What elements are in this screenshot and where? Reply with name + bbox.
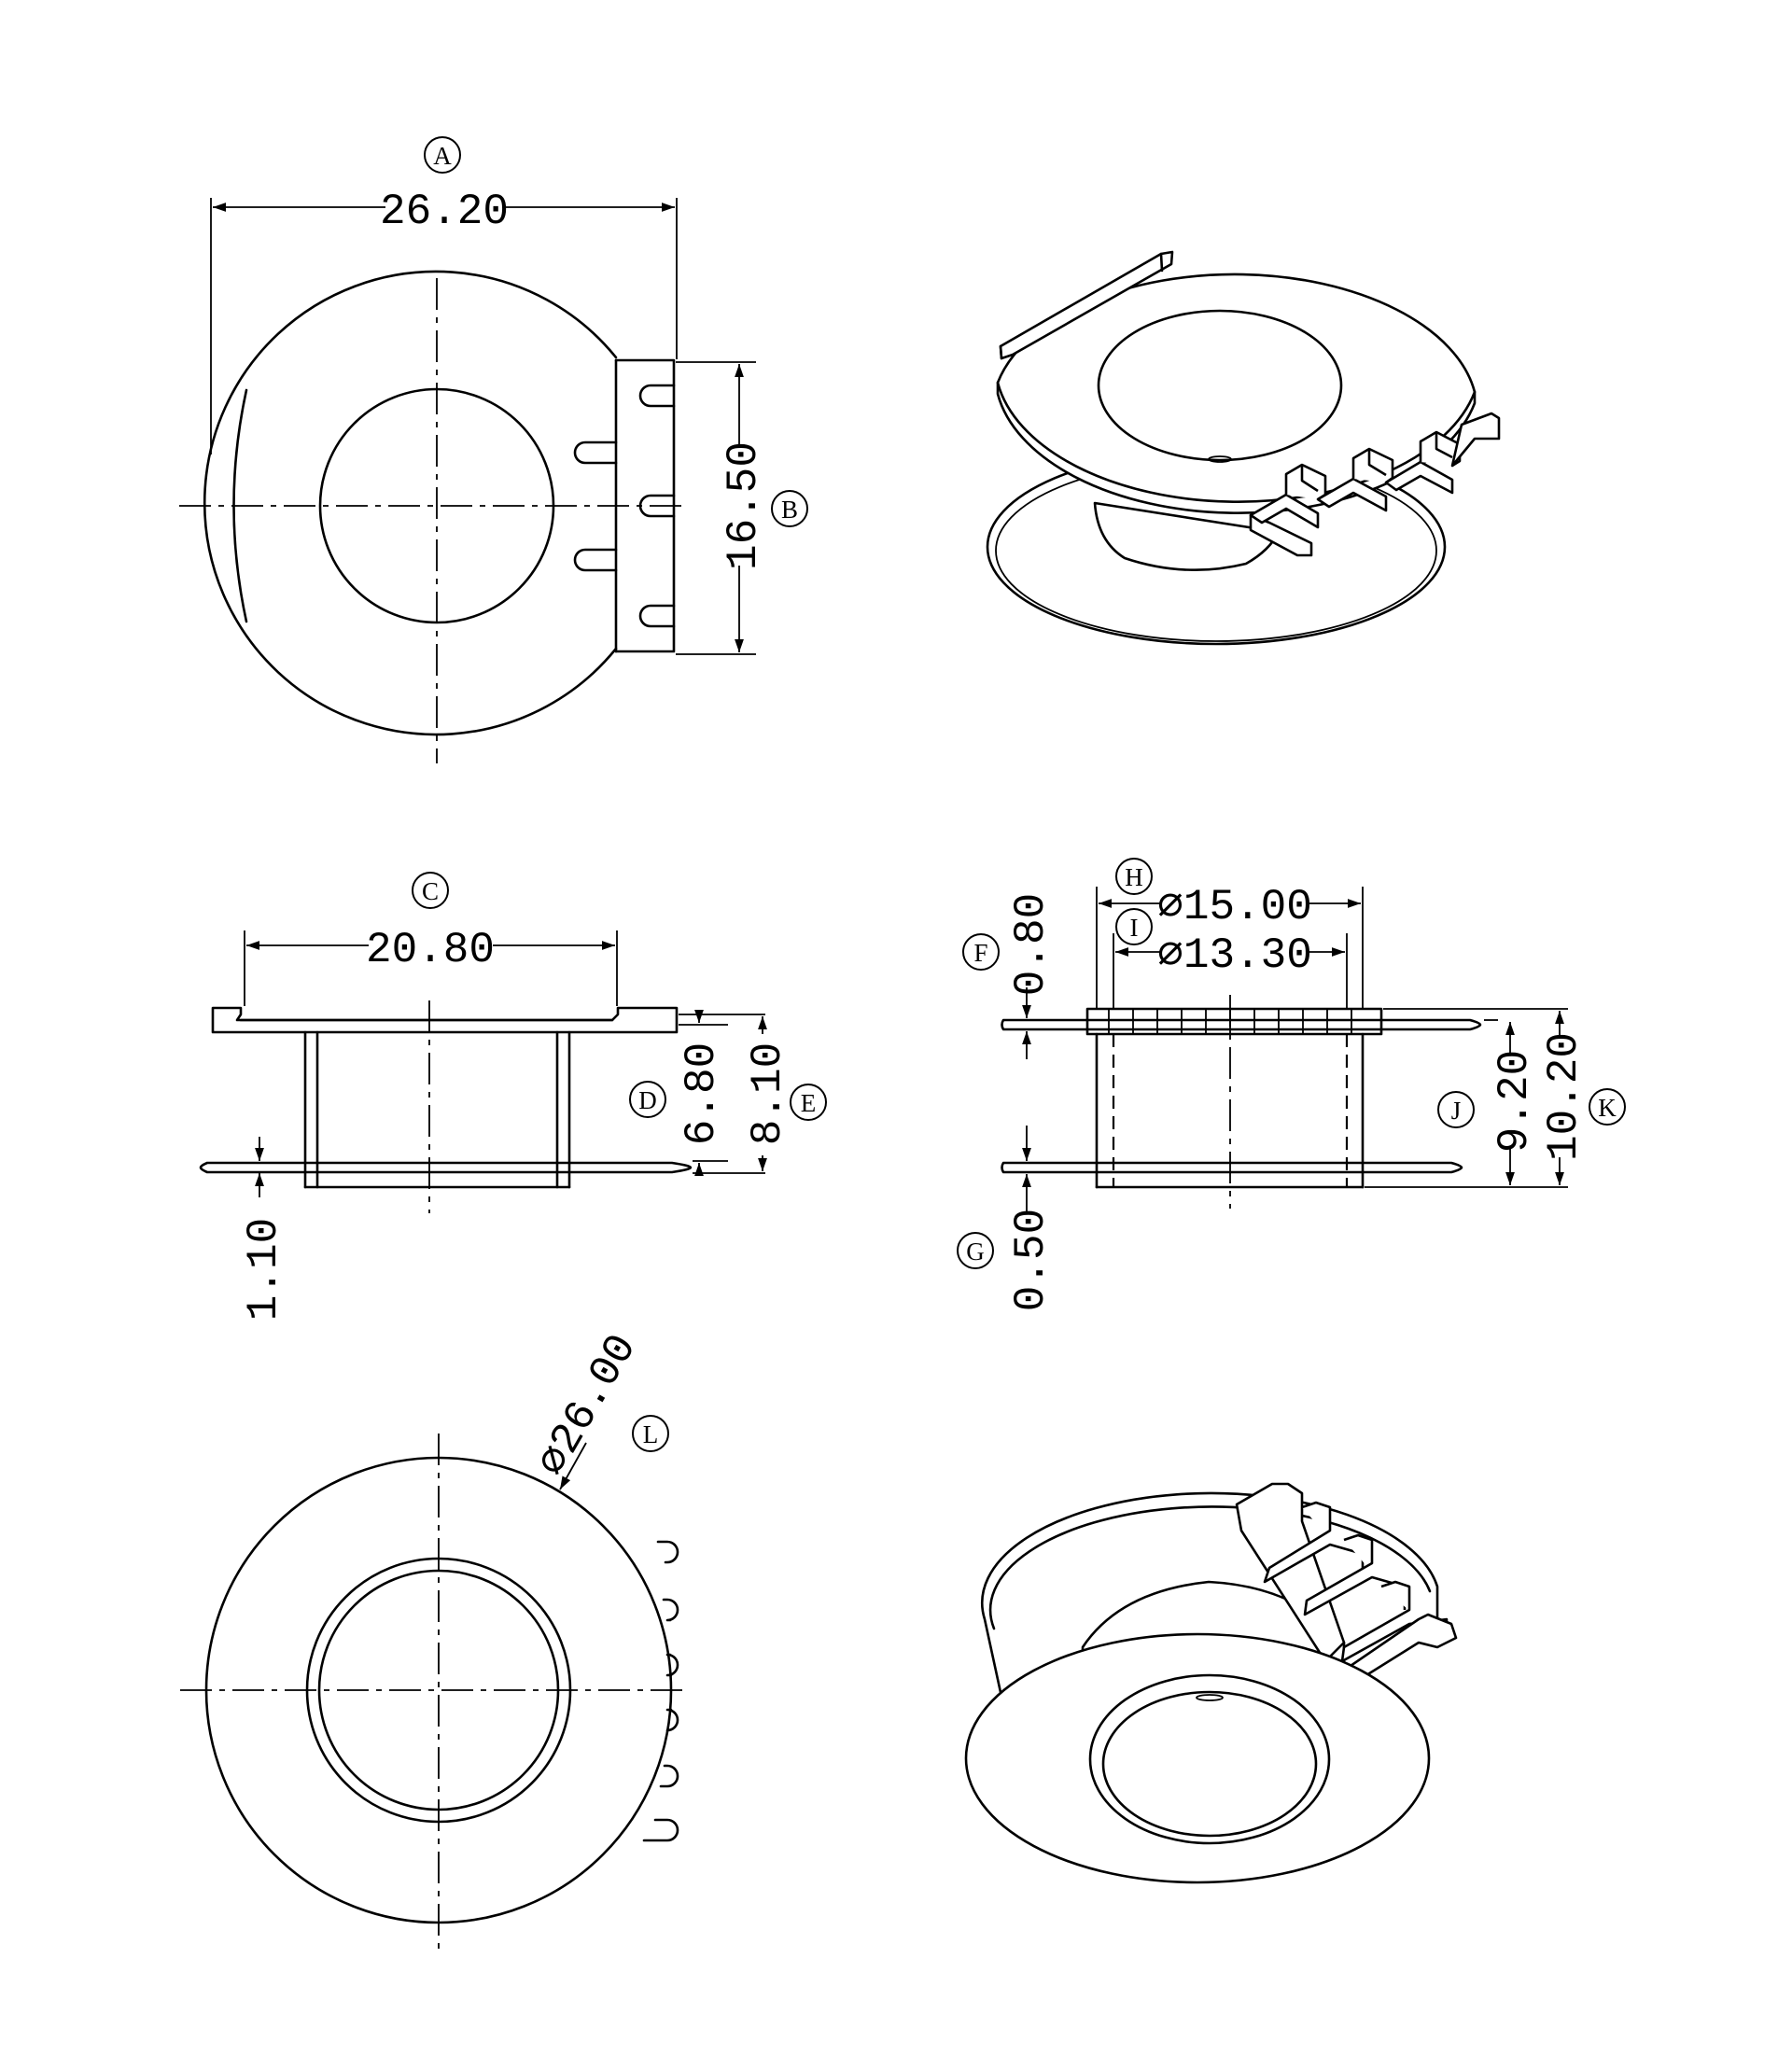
callout-f: F [962, 933, 1000, 971]
callout-j: J [1437, 1091, 1475, 1128]
top-flange-section [211, 1006, 679, 1034]
callout-h-label: H [1125, 863, 1143, 891]
flange-outline [203, 270, 618, 736]
dim-j-value: 9.20 [1491, 1050, 1539, 1153]
bottom-flange-section [199, 1161, 693, 1174]
dim-a-value: 26.20 [380, 188, 509, 236]
callout-k: K [1589, 1088, 1626, 1126]
callout-l-label: L [643, 1420, 659, 1448]
lower-flange-section [1001, 1161, 1463, 1174]
callout-g-label: G [966, 1238, 985, 1266]
callout-k-label: K [1598, 1094, 1617, 1122]
dim-b-value: 16.50 [720, 441, 768, 570]
side-section-view: ⌀15.00 H ⌀13.30 I 0.80 F 0.50 G [957, 858, 1626, 1311]
dim-d-value: 6.80 [678, 1042, 726, 1145]
bottom-pins [642, 1540, 679, 1842]
top-view: 26.20 A 16.50 B [179, 136, 808, 763]
callout-g: G [957, 1232, 994, 1269]
callout-i: I [1115, 908, 1153, 945]
collar-ribs [1108, 1009, 1352, 1034]
callout-e-label: E [801, 1089, 817, 1117]
callout-h: H [1115, 858, 1153, 895]
callout-b-label: B [781, 496, 798, 524]
dim-g-value: 0.50 [1007, 1209, 1056, 1311]
front-view: 20.80 C 6.80 8.10 D E 1.10 [199, 872, 827, 1321]
isometric-view-top [986, 250, 1501, 646]
terminal-fingers [1249, 412, 1501, 557]
dim-h-value: ⌀15.00 [1157, 883, 1312, 931]
callout-b: B [771, 490, 808, 527]
isometric-view-bottom [964, 1482, 1458, 1884]
callout-j-label: J [1451, 1097, 1462, 1125]
callout-d-label: D [638, 1086, 657, 1114]
callout-a-label: A [433, 142, 452, 170]
callout-c-label: C [422, 877, 439, 905]
core-barrel [1093, 501, 1281, 572]
dim-l-value: ⌀26.00 [528, 1326, 648, 1485]
top-bore [1097, 309, 1343, 462]
dim-i-value: ⌀13.30 [1157, 931, 1312, 980]
dim-k-value: 10.20 [1540, 1032, 1589, 1161]
callout-e: E [790, 1084, 827, 1121]
front-collar-inner [1101, 1690, 1318, 1838]
dim-c-value: 20.80 [366, 926, 495, 974]
bottom-view: ⌀26.00 L [180, 1326, 687, 1951]
callout-a: A [424, 136, 461, 174]
upper-flange-section [1001, 1018, 1482, 1031]
dim-l-leader [559, 1442, 587, 1490]
dim-e-value: 8.10 [744, 1042, 792, 1145]
dim-f-value: 0.80 [1007, 893, 1056, 996]
dim-pin-offset-value: 1.10 [240, 1218, 288, 1321]
callout-i-label: I [1130, 914, 1139, 942]
callout-f-label: F [973, 939, 987, 967]
callout-d: D [629, 1081, 666, 1118]
callout-c: C [412, 872, 449, 909]
callout-l: L [632, 1415, 669, 1452]
collar [1085, 1007, 1383, 1036]
